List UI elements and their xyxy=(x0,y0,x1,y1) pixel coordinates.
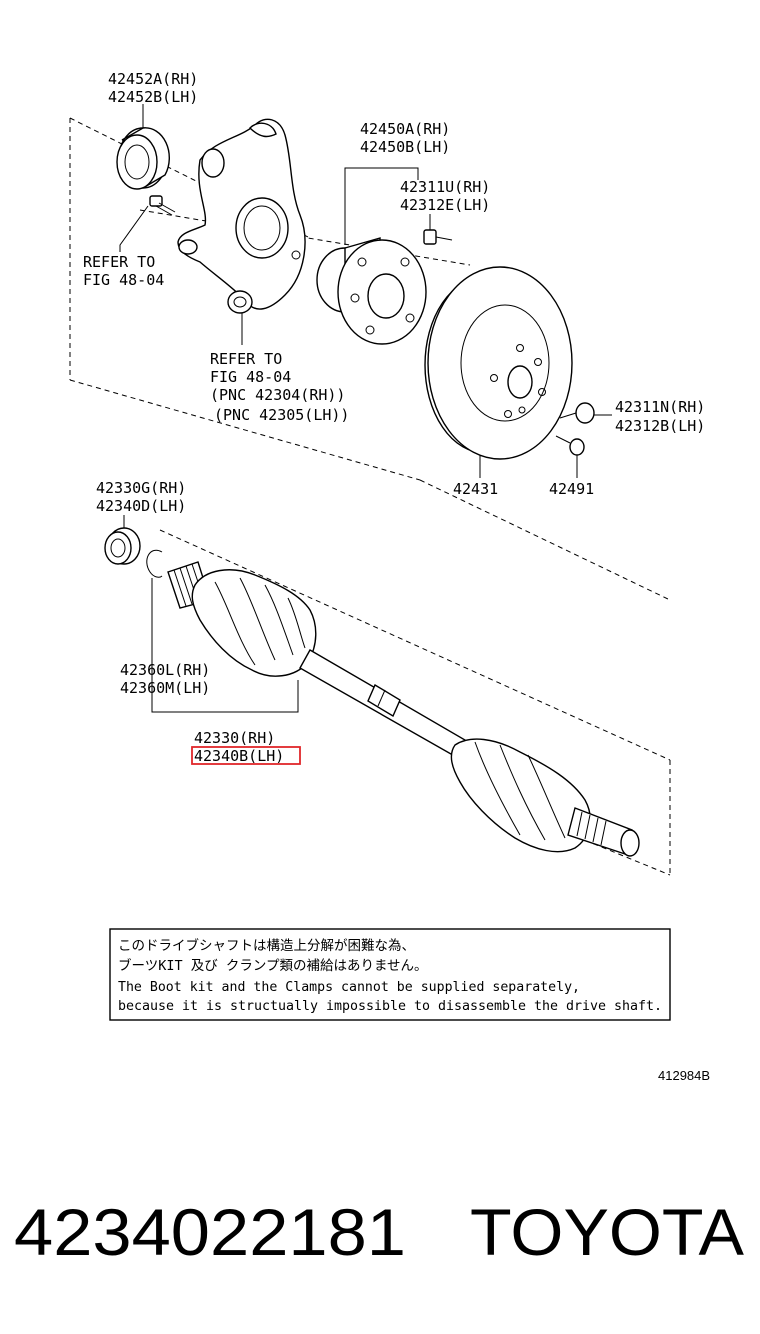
figure-number: 412984B xyxy=(658,1068,710,1083)
hub-bearing[interactable] xyxy=(116,127,171,190)
label-hub-lh: 42450B(LH) xyxy=(360,138,450,156)
brake-disc[interactable] xyxy=(424,266,573,460)
note-box xyxy=(109,928,671,1021)
note-line-3: The Boot kit and the Clamps cannot be su… xyxy=(118,979,580,995)
label-seal-lh: 42340D(LH) xyxy=(96,497,186,515)
hub-nut[interactable] xyxy=(559,402,595,424)
label-refer2-line1: REFER TO xyxy=(210,350,282,368)
label-refer1-line1: REFER TO xyxy=(83,253,155,271)
label-bearing-lh: 42452B(LH) xyxy=(108,88,198,106)
label-hub-bolt-rh: 42311U(RH) xyxy=(400,178,490,196)
hub-bolt[interactable] xyxy=(423,229,453,245)
label-refer2-line2: FIG 48-04 xyxy=(210,368,291,386)
note-line-2: ブーツKIT 及び クランプ類の補給はありません。 xyxy=(118,957,428,974)
label-refer2-line4: (PNC 42305(LH)) xyxy=(214,406,349,424)
label-bearing-rh: 42452A(RH) xyxy=(108,70,198,88)
leader-hub xyxy=(344,167,419,245)
disc-screw[interactable] xyxy=(555,435,585,456)
wheel-hub[interactable] xyxy=(316,237,427,345)
note-line-4: because it is structually impossible to … xyxy=(118,998,662,1014)
label-refer2-line3: (PNC 42304(RH)) xyxy=(210,386,345,404)
drive-shaft[interactable] xyxy=(167,561,640,857)
upper-group-outline xyxy=(69,117,471,481)
leader-shaft xyxy=(151,578,299,713)
label-hub-bolt-lh: 42312E(LH) xyxy=(400,196,490,214)
label-shaft-lh[interactable]: 42340B(LH) xyxy=(194,747,284,765)
steering-knuckle[interactable] xyxy=(177,118,306,314)
highlight-box xyxy=(191,746,301,765)
label-disc: 42431 xyxy=(453,480,498,498)
leader-refer1 xyxy=(119,205,149,252)
part-number: 4234022181 xyxy=(14,1195,406,1269)
label-refer1-line2: FIG 48-04 xyxy=(83,271,164,289)
snap-ring[interactable] xyxy=(146,549,163,578)
knuckle-bolt[interactable] xyxy=(149,195,176,216)
shaft-seal[interactable] xyxy=(104,527,141,565)
brand-name: TOYOTA xyxy=(470,1195,744,1269)
label-nut-rh: 42311N(RH) xyxy=(615,398,705,416)
label-screw: 42491 xyxy=(549,480,594,498)
label-nut-lh: 42312B(LH) xyxy=(615,417,705,435)
label-boot-rh: 42360L(RH) xyxy=(120,661,210,679)
label-shaft-rh: 42330(RH) xyxy=(194,729,275,747)
label-seal-rh: 42330G(RH) xyxy=(96,479,186,497)
label-boot-lh: 42360M(LH) xyxy=(120,679,210,697)
note-line-1: このドライブシャフトは構造上分解が困難な為、 xyxy=(118,937,415,954)
label-hub-rh: 42450A(RH) xyxy=(360,120,450,138)
